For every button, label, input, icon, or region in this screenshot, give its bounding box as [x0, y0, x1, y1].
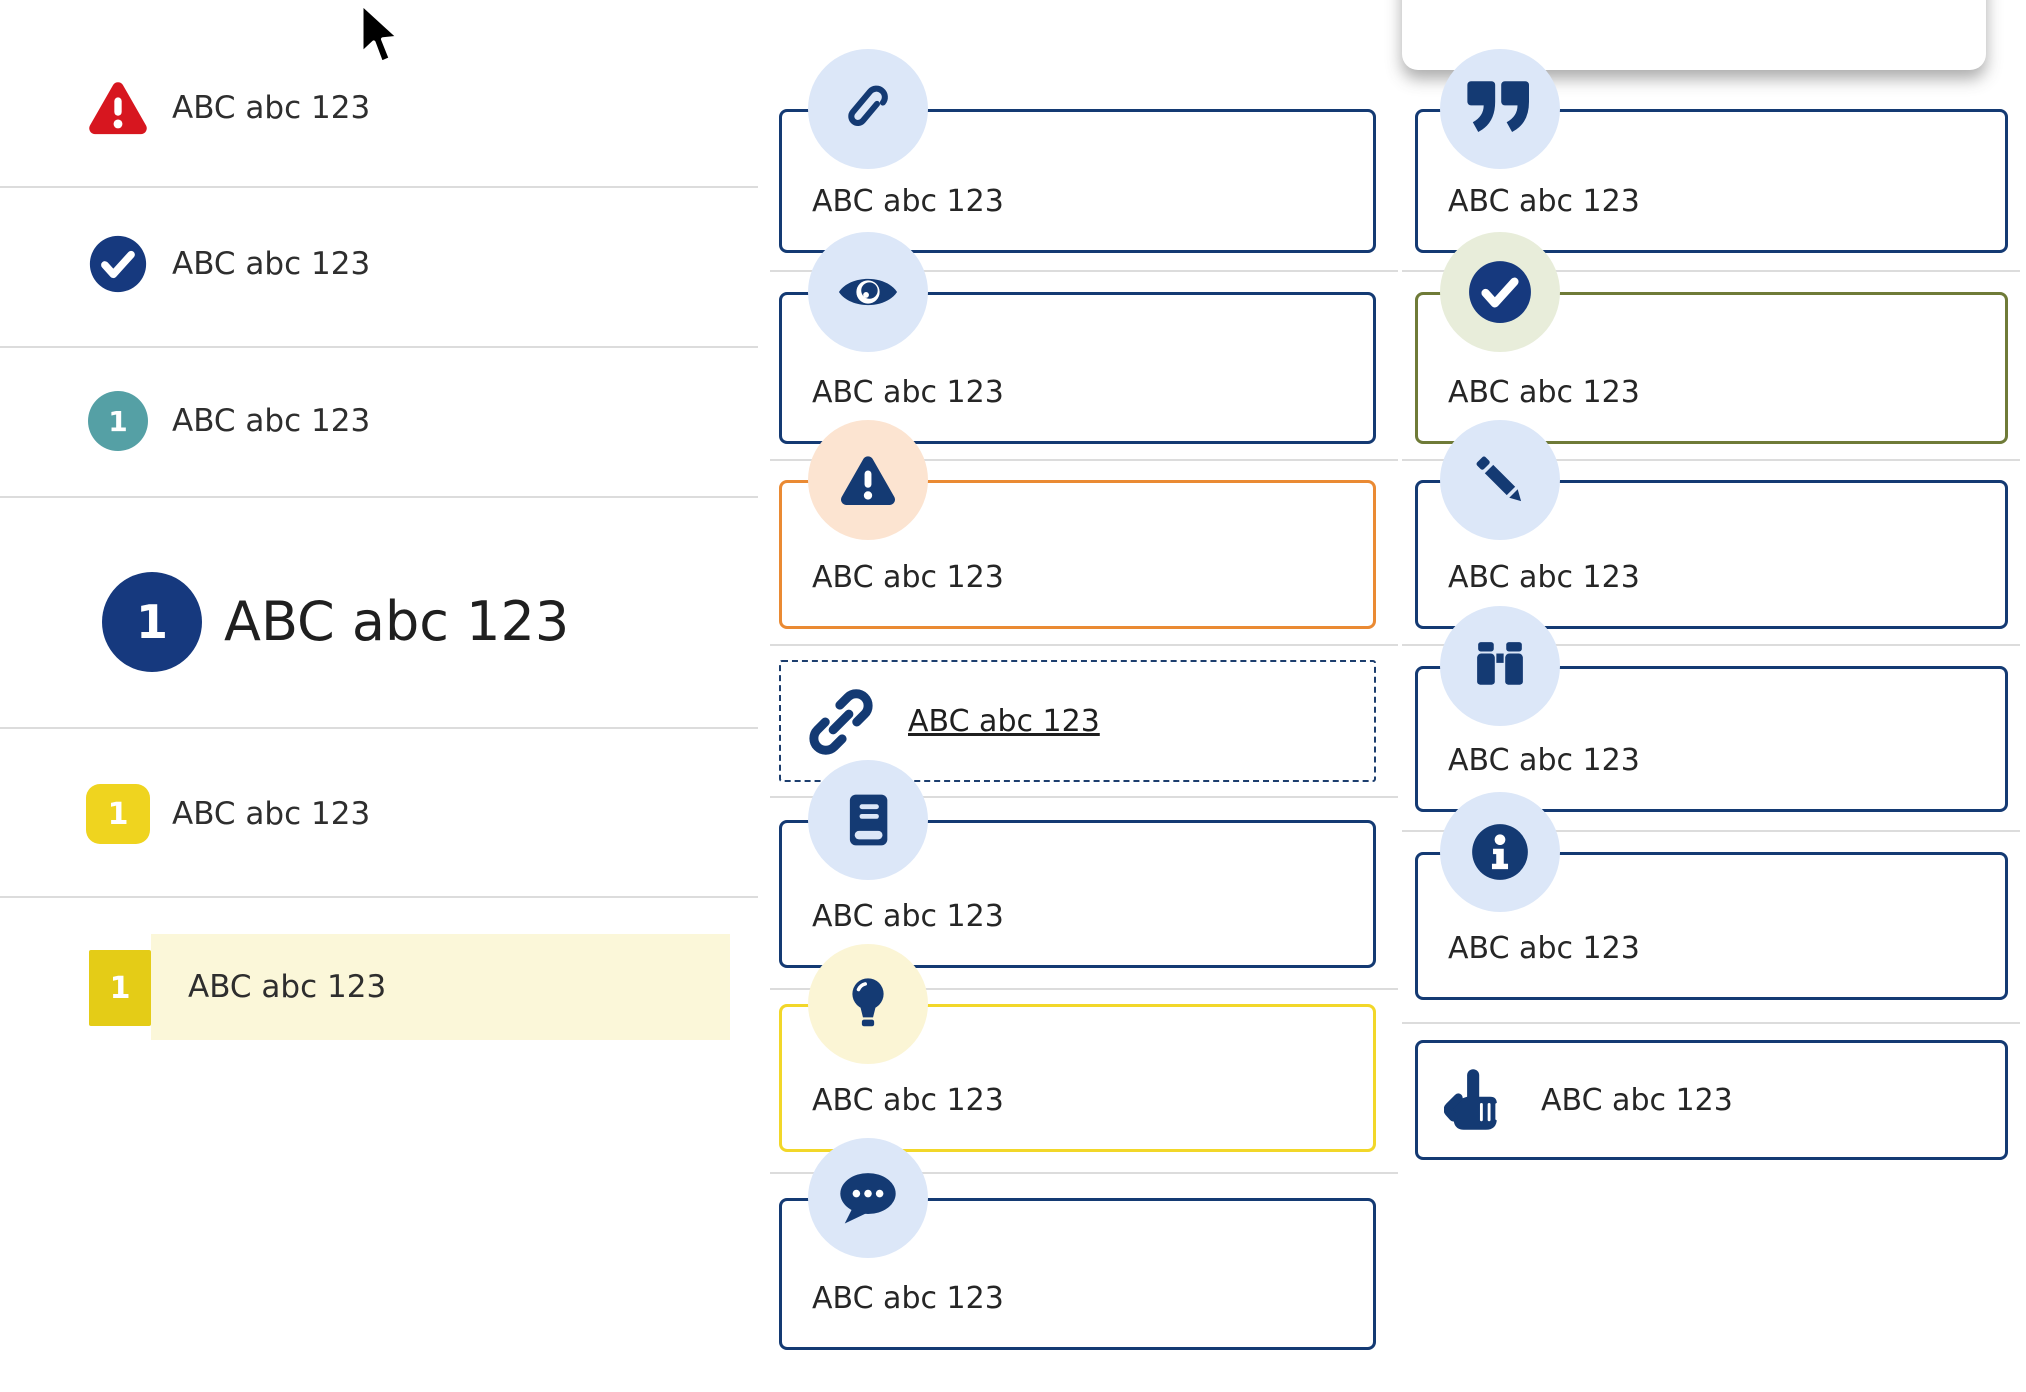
divider	[770, 459, 1398, 461]
card-label: ABC abc 123	[812, 184, 1004, 219]
badge-number: 1	[107, 796, 129, 832]
divider	[0, 896, 758, 898]
divider	[1402, 270, 2020, 272]
list-item-label: ABC abc 123	[172, 90, 371, 126]
list-item-label: ABC abc 123	[172, 796, 371, 832]
card-label: ABC abc 123	[812, 899, 1004, 934]
card-label: ABC abc 123	[1448, 560, 1640, 595]
list-item-label: ABC abc 123	[172, 246, 371, 282]
badge-number: 1	[135, 595, 168, 649]
highlighted-row[interactable]	[151, 934, 730, 1040]
binoculars-icon	[1440, 606, 1560, 726]
numbered-circle-navy-large: 1	[102, 572, 202, 672]
card-label: ABC abc 123	[1448, 184, 1640, 219]
callout-card-attachment[interactable]: ABC abc 123	[779, 109, 1376, 253]
action-card[interactable]: ABC abc 123	[1415, 1040, 2008, 1160]
divider	[1402, 459, 2020, 461]
numbered-square-yellow-selected: 1	[89, 950, 151, 1026]
quote-icon	[1440, 49, 1560, 169]
check-circle-icon	[1440, 232, 1560, 352]
paperclip-icon	[808, 49, 928, 169]
hand-pointer-icon	[1443, 1065, 1510, 1139]
alert-triangle-icon	[808, 420, 928, 540]
divider	[770, 270, 1398, 272]
card-label: ABC abc 123	[812, 560, 1004, 595]
card-label: ABC abc 123	[812, 375, 1004, 410]
alert-triangle-icon	[87, 80, 149, 140]
list-item-label: ABC abc 123	[172, 403, 371, 439]
divider	[770, 1172, 1398, 1174]
lightbulb-icon	[808, 944, 928, 1064]
card-label: ABC abc 123	[1448, 375, 1640, 410]
check-circle-icon	[88, 234, 148, 298]
numbered-circle-teal: 1	[88, 391, 148, 451]
card-label: ABC abc 123	[812, 1281, 1004, 1316]
card-link[interactable]: ABC abc 123	[908, 704, 1100, 739]
eye-icon	[808, 232, 928, 352]
divider	[1402, 644, 2020, 646]
card-label: ABC abc 123	[1448, 931, 1640, 966]
badge-number: 1	[108, 404, 128, 438]
pencil-icon	[1440, 420, 1560, 540]
divider	[1402, 830, 2020, 832]
divider	[0, 496, 758, 498]
divider	[1402, 1022, 2020, 1024]
card-label: ABC abc 123	[1541, 1083, 1733, 1118]
divider	[770, 988, 1398, 990]
callout-card-discussion[interactable]: ABC abc 123	[779, 1198, 1376, 1350]
book-icon	[808, 760, 928, 880]
card-label: ABC abc 123	[812, 1083, 1004, 1118]
mouse-cursor-icon	[358, 1, 404, 74]
numbered-square-yellow: 1	[86, 784, 150, 844]
card-label: ABC abc 123	[1448, 743, 1640, 778]
divider	[0, 186, 758, 188]
divider	[770, 644, 1398, 646]
info-icon	[1440, 792, 1560, 912]
list-item-label-large: ABC abc 123	[224, 590, 570, 653]
divider	[770, 796, 1398, 798]
chat-bubble-icon	[808, 1138, 928, 1258]
badge-number: 1	[109, 970, 131, 1006]
list-item-label: ABC abc 123	[188, 969, 387, 1005]
link-icon	[805, 686, 877, 762]
divider	[0, 346, 758, 348]
divider	[0, 727, 758, 729]
